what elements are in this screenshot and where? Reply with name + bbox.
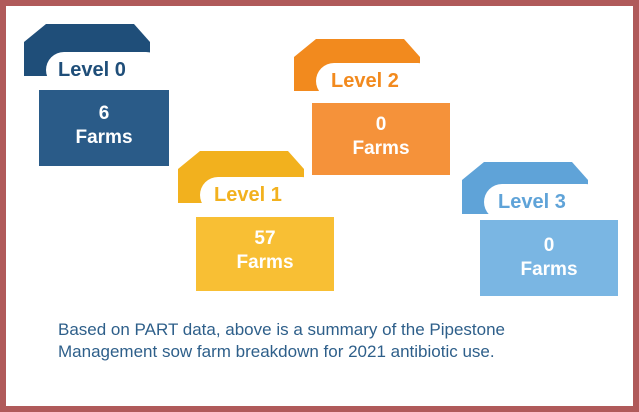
- level-0-label: Level 0: [58, 59, 126, 81]
- level-1-graphic: [178, 151, 334, 291]
- level-2-card: Level 2 0 Farms: [294, 39, 454, 177]
- level-0-graphic: [24, 24, 169, 166]
- level-3-unit: Farms: [520, 259, 578, 280]
- level-1-label: Level 1: [214, 184, 282, 206]
- level-3-pill: [484, 184, 604, 220]
- level-1-pill: [200, 177, 320, 213]
- summary-caption: Based on PART data, above is a summary o…: [58, 319, 618, 363]
- level-2-pill: [316, 63, 436, 99]
- level-2-count-box: 0 Farms: [312, 113, 450, 161]
- level-3-graphic: [462, 162, 618, 296]
- level-0-box: [39, 90, 169, 166]
- caption-line-1: Based on PART data, above is a summary o…: [58, 320, 505, 339]
- level-2-unit: Farms: [352, 138, 410, 159]
- level-2-label: Level 2: [331, 70, 399, 92]
- level-0-count-box: 6 Farms: [39, 102, 169, 150]
- level-0-pill: [46, 52, 164, 88]
- level-1-box: [196, 217, 334, 291]
- level-0-unit: Farms: [75, 127, 133, 148]
- level-1-unit: Farms: [236, 252, 294, 273]
- level-3-count: 0: [543, 235, 555, 256]
- level-1-card: Level 1 57 Farms: [178, 151, 338, 293]
- level-0-count: 6: [98, 103, 110, 124]
- level-1-count: 57: [254, 228, 276, 249]
- level-2-box: [312, 103, 450, 175]
- level-3-card: Level 3 0 Farms: [462, 162, 622, 296]
- level-0-card: Level 0 6 Farms: [24, 24, 174, 166]
- level-3-count-box: 0 Farms: [480, 234, 618, 282]
- level-2-graphic: [294, 39, 450, 175]
- caption-line-2: Management sow farm breakdown for 2021 a…: [58, 342, 495, 361]
- level-2-count: 0: [375, 114, 387, 135]
- level-3-label: Level 3: [498, 191, 566, 213]
- level-3-box: [480, 220, 618, 296]
- level-1-count-box: 57 Farms: [196, 227, 334, 275]
